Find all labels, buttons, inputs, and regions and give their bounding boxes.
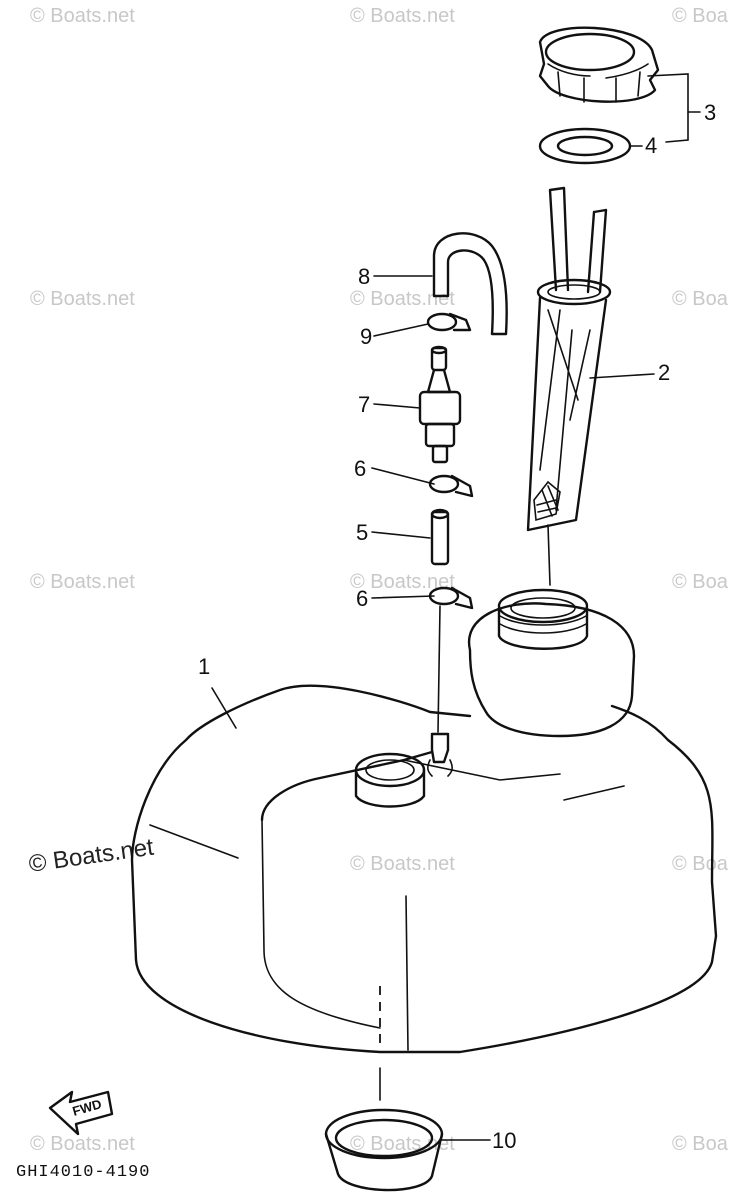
cap-part-10 — [324, 986, 444, 1192]
fuel-tank-part-1 — [130, 588, 718, 1054]
watermark: © Boats.net — [350, 5, 455, 27]
watermark: © Boats.net — [350, 853, 455, 875]
callouts: 1 2 3 4 5 6 6 7 8 9 10 — [198, 100, 716, 1153]
callout-4: 4 — [645, 133, 657, 158]
callout-5: 5 — [356, 520, 368, 545]
watermark: © Boa — [672, 5, 729, 27]
fuel-filter-part-7 — [418, 345, 462, 464]
watermarks: © Boats.net © Boats.net © Boa © Boats.ne… — [27, 5, 729, 1155]
callout-6-upper: 6 — [354, 456, 366, 481]
fuel-pickup-part-2 — [526, 186, 612, 586]
callout-2: 2 — [658, 360, 670, 385]
callout-10: 10 — [492, 1128, 516, 1153]
callout-8: 8 — [358, 264, 370, 289]
watermark: © Boa — [672, 853, 729, 875]
watermark: © Boats.net — [30, 1133, 135, 1155]
watermark: © Boats.net — [350, 288, 455, 310]
clip-part-6-lower — [428, 586, 474, 733]
watermark: © Boats.net — [30, 288, 135, 310]
clip-part-9 — [426, 312, 472, 332]
clip-part-6-upper — [428, 474, 474, 498]
callout-6-lower: 6 — [356, 586, 368, 611]
watermark: © Boa — [672, 1133, 729, 1155]
watermark: © Boats.net — [350, 571, 455, 593]
leader-lines — [211, 73, 701, 1141]
pipe-part-5 — [430, 508, 450, 566]
hose-part-8 — [432, 232, 508, 336]
callout-1: 1 — [198, 654, 210, 679]
callout-9: 9 — [360, 324, 372, 349]
callout-7: 7 — [358, 392, 370, 417]
watermark: © Boats.net — [30, 5, 135, 27]
watermark: © Boats.net — [30, 571, 135, 593]
callout-3: 3 — [704, 100, 716, 125]
watermark: © Boa — [672, 571, 729, 593]
watermark: © Boa — [672, 288, 729, 310]
diagram-code: GHI4010-4190 — [16, 1163, 150, 1182]
fuel-cap-part-3 — [538, 26, 660, 103]
watermark-dark: © Boats.net — [27, 834, 156, 878]
fwd-arrow-icon: FWD — [48, 1090, 114, 1136]
gasket-part-4 — [538, 127, 632, 165]
